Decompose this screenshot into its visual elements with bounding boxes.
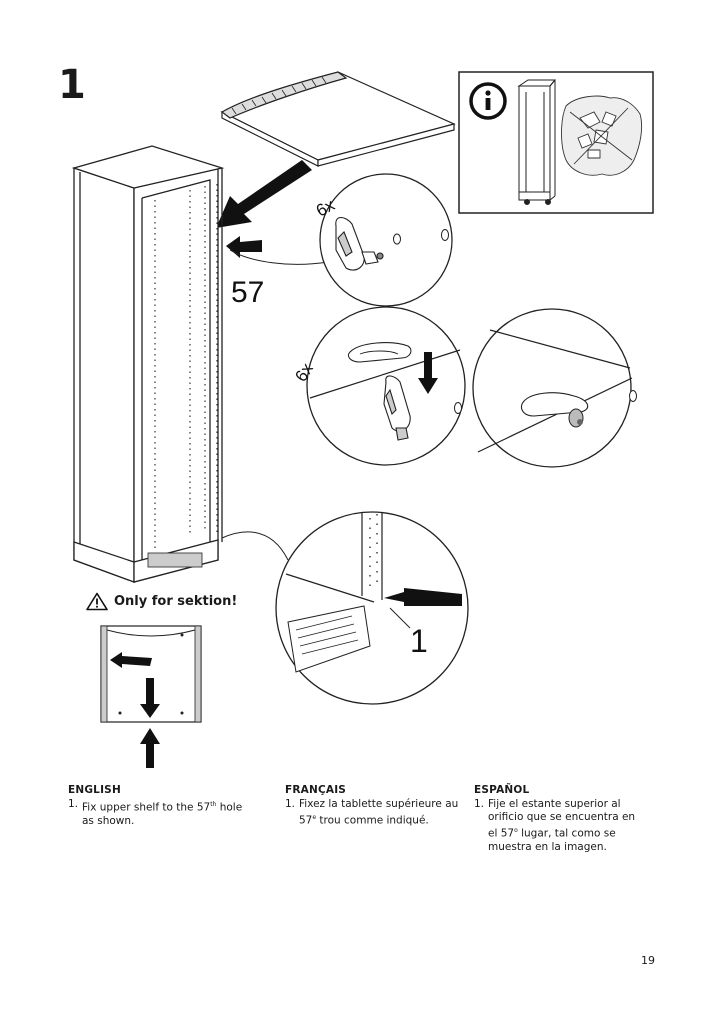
sektion-diagram [100,625,202,768]
instruction-french: FRANÇAIS 1. Fixez la tablette supérieure… [285,784,465,828]
item-text: Fije el estante superior al orificio que… [488,798,636,853]
item-text: Fix upper shelf to the 57th hole as show… [82,801,243,827]
arrow-icon [110,652,160,768]
detail-circle-bottom [221,511,469,705]
language-heading: ESPAÑOL [474,784,530,796]
instruction-spanish: ESPAÑOL 1. Fije el estante superior al o… [474,784,646,854]
hole-number-label: 57 [231,276,264,309]
warning-text: Only for sektion! [114,594,238,609]
arrow-icon [226,236,262,258]
mini-cabinet [517,79,557,205]
page-number: 19 [641,954,655,967]
instruction-english: ENGLISH 1. Fix upper shelf to the 57th h… [68,784,248,828]
item-number: 1. [68,798,79,810]
detail-circle-pin [229,173,453,307]
shelf-pin-icon [335,216,384,271]
language-heading: FRANÇAIS [285,784,347,796]
cabinet [71,145,225,583]
info-icon [469,82,507,120]
warning-note: Only for sektion! [86,592,237,611]
language-heading: ENGLISH [68,784,121,796]
detail-circle-fitted [472,308,637,468]
item-number: 1. [474,798,485,810]
detail-circle-clip [306,306,466,466]
shelf-board [220,71,456,167]
arrow-icon [216,160,312,228]
shelf-pin-icon [383,375,411,441]
instruction-item: 1. Fixez la tablette supérieure au 57e t… [285,798,465,828]
instruction-item: 1. Fije el estante superior al orificio … [474,798,646,854]
warning-triangle-icon [86,592,108,611]
instruction-item: 1. Fix upper shelf to the 57th hole as s… [68,798,248,828]
step-number: 1 [58,62,86,108]
hardware-bag-icon [561,95,643,176]
item-text: Fixez la tablette supérieure au 57e trou… [299,798,459,827]
hole-detail-label: 1 [410,623,428,659]
item-number: 1. [285,798,296,810]
info-panel [458,71,654,214]
